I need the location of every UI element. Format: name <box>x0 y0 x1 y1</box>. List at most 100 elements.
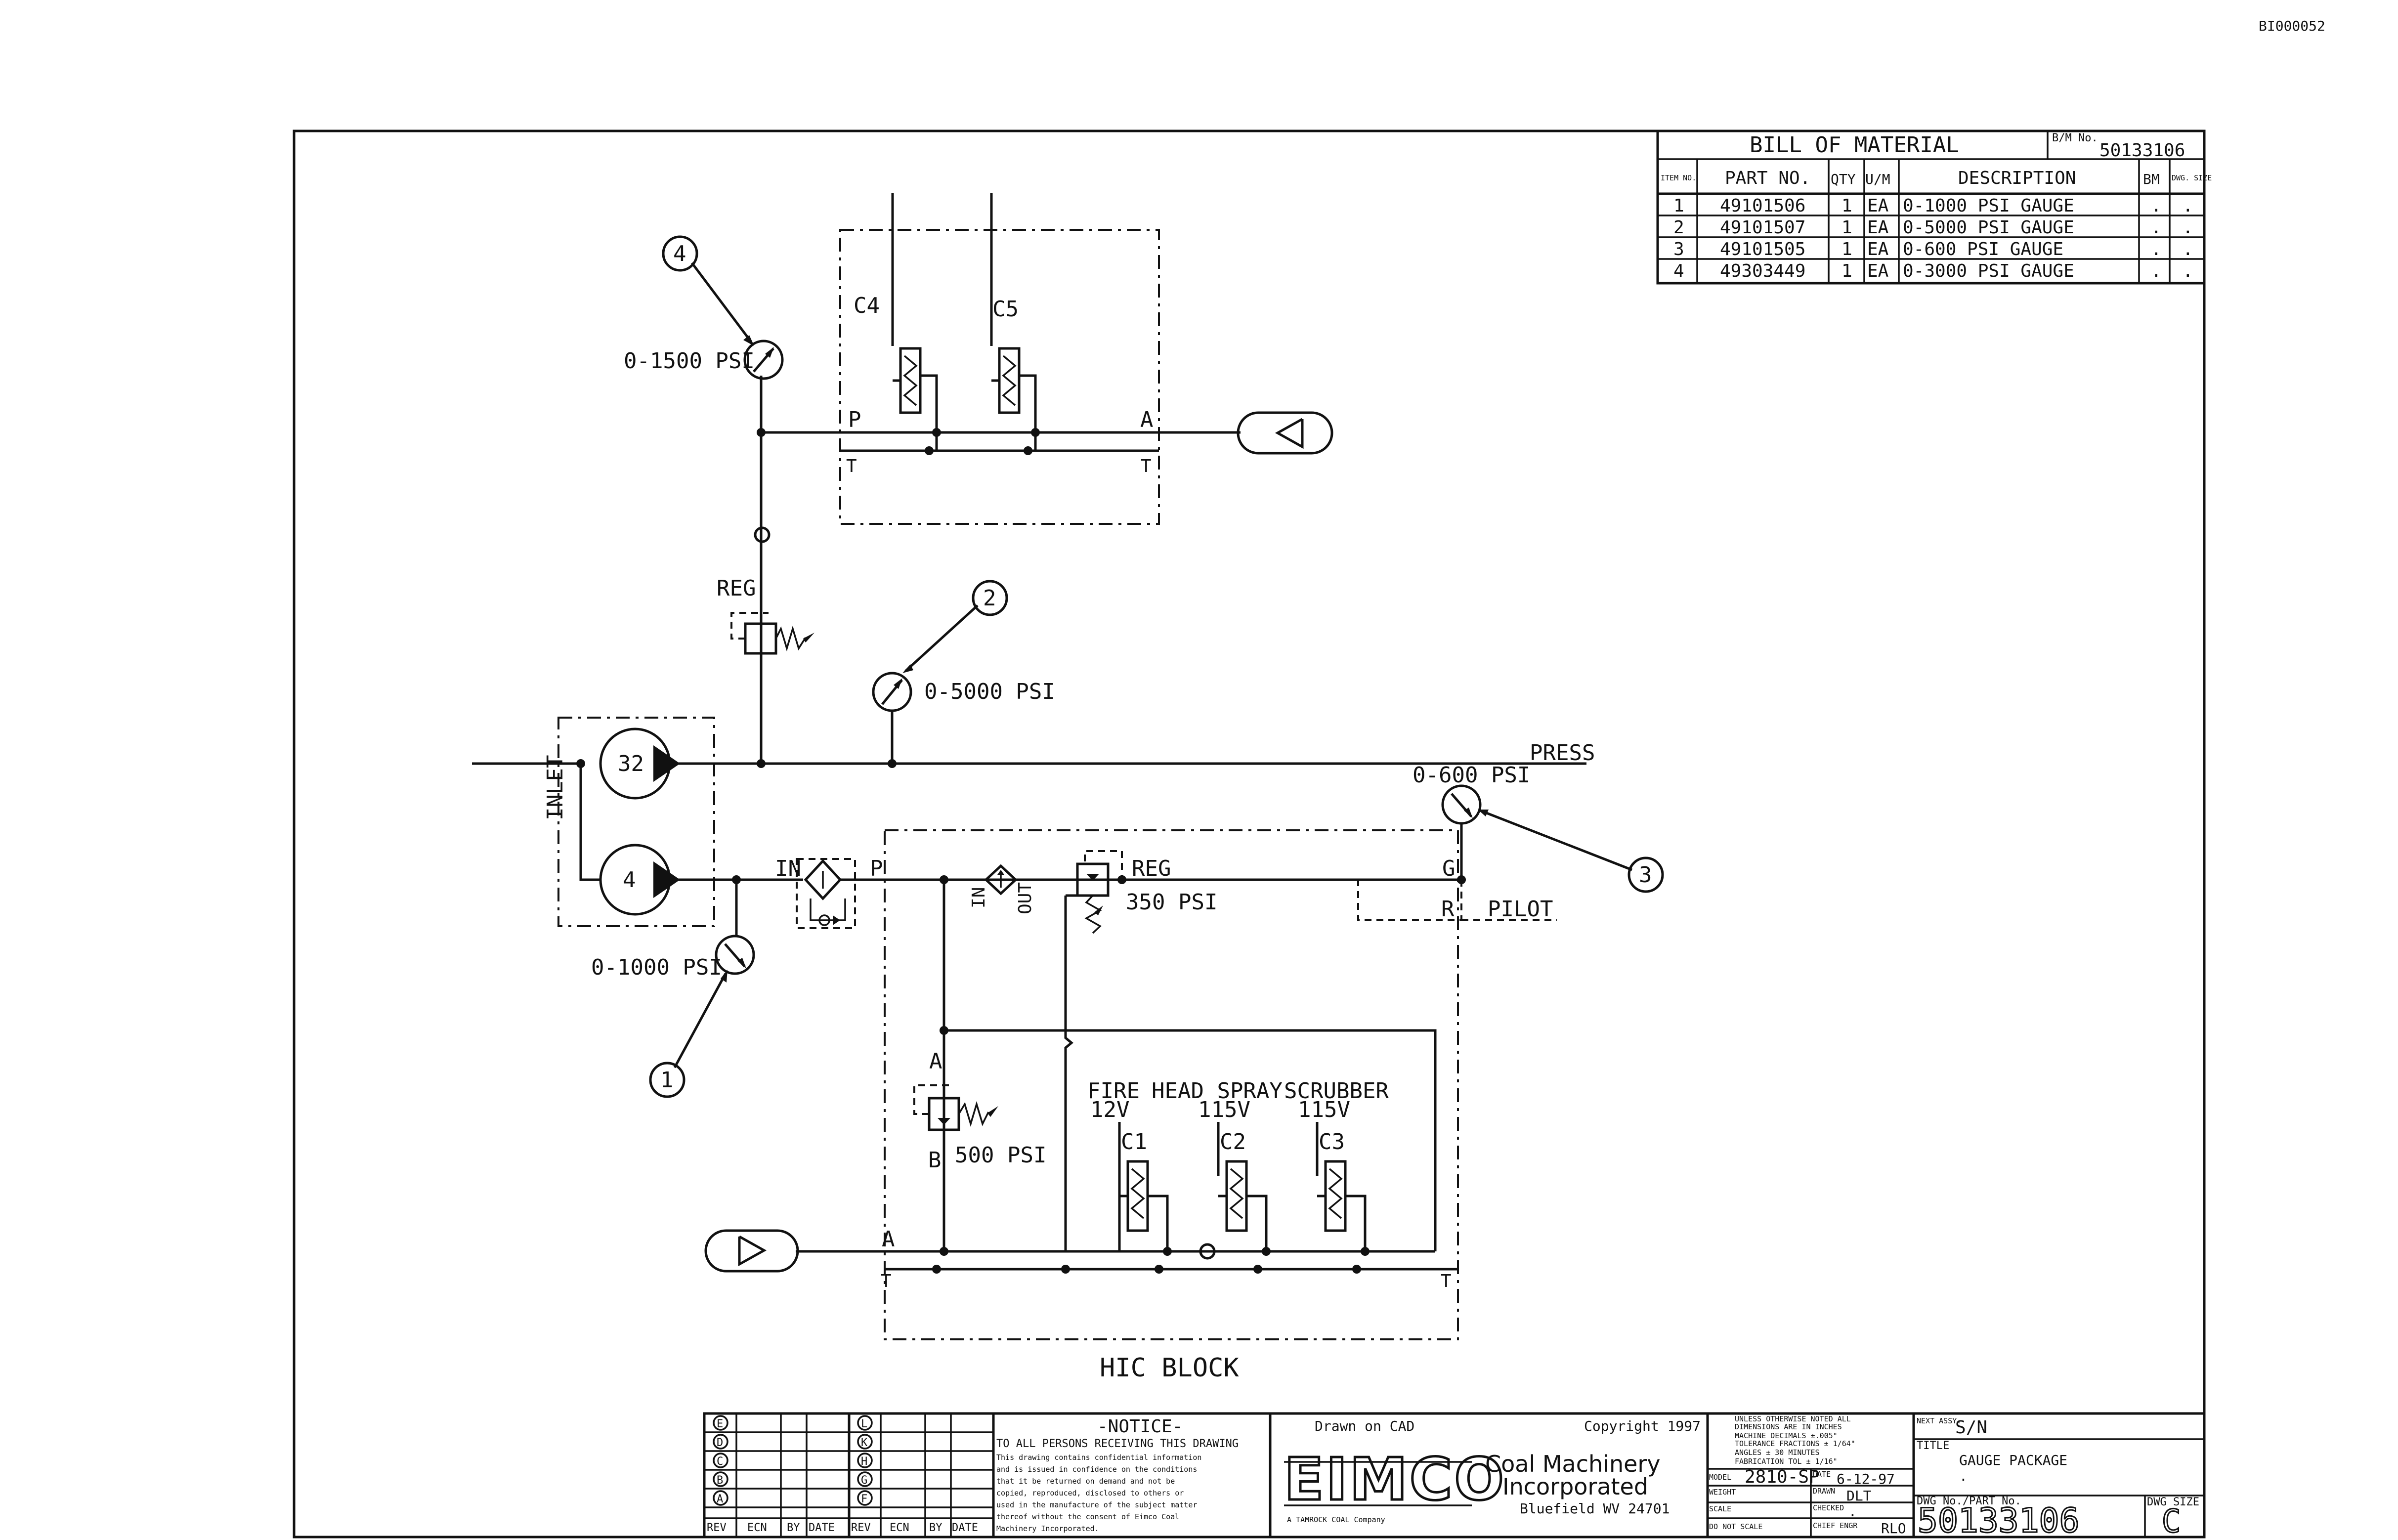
callout-4: 4 <box>662 235 698 272</box>
notice-title: -NOTICE- <box>1097 1416 1183 1437</box>
bom-no-label: B/M No. <box>2052 132 2098 144</box>
notice-line: This drawing contains confidential infor… <box>996 1453 1201 1462</box>
bom-row: 3 49101505 1 EA 0-600 PSI GAUGE . . <box>1673 239 2193 259</box>
port-t-lower-left: T <box>881 1271 892 1291</box>
bom-cell: . <box>2183 217 2193 238</box>
regulator-350-psi: REG 350 PSI <box>1064 850 1217 1030</box>
bom-cell: . <box>2151 196 2162 216</box>
callout-3-label: 3 <box>1639 862 1652 888</box>
company-line2: Incorporated <box>1502 1473 1648 1500</box>
eimco-logo-text: EIMCO <box>1284 1445 1506 1513</box>
model-value: 2810-SP <box>1745 1467 1820 1487</box>
rev-letter: F <box>861 1493 867 1505</box>
tolerance-line: DIMENSIONS ARE IN INCHES <box>1735 1422 1842 1431</box>
checked-value: . <box>1848 1503 1857 1520</box>
drawn-on-cad: Drawn on CAD <box>1315 1418 1414 1434</box>
inlet-label: INLET <box>543 755 568 820</box>
rev-letter: D <box>717 1437 723 1449</box>
scan-id: BI000052 <box>2259 18 2325 34</box>
bom-header-dwg: DWG. SIZE <box>2172 173 2212 182</box>
bom-title: BILL OF MATERIAL <box>1750 132 1959 158</box>
bom-header-part: PART NO. <box>1725 168 1810 188</box>
copyright: Copyright 1997 <box>1584 1418 1701 1434</box>
solenoid-valve-c1-symbol <box>1118 1160 1169 1251</box>
callout-1-label: 1 <box>660 1068 674 1093</box>
pump-32-label: 32 <box>618 751 644 776</box>
rev-letter: K <box>861 1437 868 1449</box>
hic-block: HIC BLOCK IN P IN OUT <box>672 829 1466 1383</box>
rev-footer-cell: REV <box>851 1522 871 1534</box>
gauge-0-1000-psi: 0-1000 PSI <box>591 880 755 1069</box>
notice-line: Machinery Incorporated. <box>996 1524 1099 1533</box>
gauge-0-600-psi: 0-600 PSI <box>1413 763 1632 880</box>
port-t-upper-left: T <box>846 456 857 476</box>
next-assy-value: S/N <box>1955 1417 1987 1438</box>
bom-cell: 1 <box>1841 196 1852 216</box>
callout-1: 1 <box>649 1062 685 1098</box>
reg-350-label: REG <box>1132 856 1171 881</box>
rev-footer-cell: BY <box>787 1522 800 1534</box>
valve-c4-label: C4 <box>854 293 880 318</box>
date-value: 6-12-97 <box>1837 1471 1895 1487</box>
rev-letter: B <box>717 1474 723 1487</box>
dwg-no-label: DWG No./PART No. <box>1917 1495 2021 1507</box>
solenoid-valve-c4-symbol <box>893 347 938 432</box>
hic-block-label: HIC BLOCK <box>1100 1353 1239 1383</box>
drawing-info-block: UNLESS OTHERWISE NOTED ALL DIMENSIONS AR… <box>1708 1413 1915 1537</box>
revision-table: E D C B A L K H G F REV ECN BY DATE REV … <box>704 1413 995 1537</box>
chief-value: RLO <box>1881 1520 1906 1537</box>
rev-letter: E <box>717 1418 723 1430</box>
rev-letter: G <box>861 1474 867 1487</box>
company-sub: A TAMROCK COAL Company <box>1287 1515 1385 1524</box>
gauge-600-label: 0-600 PSI <box>1413 763 1530 788</box>
notice-line: and is issued in confidence on the condi… <box>996 1465 1197 1474</box>
title-block: E D C B A L K H G F REV ECN BY DATE REV … <box>703 1412 2206 1540</box>
bom-cell: 1 <box>1673 196 1684 216</box>
rev-letter: C <box>717 1455 723 1468</box>
tolerance-line: TOLERANCE FRACTIONS ± 1/64" <box>1735 1439 1855 1448</box>
title-extra: . <box>1959 1468 1968 1484</box>
cylinder-port-upper-symbol <box>1237 411 1333 455</box>
callout-2: 2 <box>972 580 1008 616</box>
bom-cell: 1 <box>1841 217 1852 238</box>
bom-cell: 4 <box>1673 261 1684 281</box>
rev-letter: A <box>717 1493 723 1505</box>
callout-4-label: 4 <box>673 241 686 266</box>
check-node-lower <box>1199 1243 1216 1260</box>
bom-cell: . <box>2151 217 2162 238</box>
bom-cell: . <box>2183 196 2193 216</box>
bom-cell: 1 <box>1841 261 1852 281</box>
bom-cell: 1 <box>1841 239 1852 259</box>
rev-letter-left: E D C B A <box>713 1415 728 1506</box>
callout-3: 3 <box>1627 856 1664 893</box>
bom-header-um: U/M <box>1865 171 1890 187</box>
port-r-label: R <box>1441 897 1455 922</box>
press-label: PRESS <box>1530 740 1595 766</box>
bill-of-material: BILL OF MATERIAL B/M No. 50133106 ITEM N… <box>1656 129 2212 285</box>
bom-no: 50133106 <box>2099 140 2185 161</box>
eimco-logo: EIMCO <box>1283 1444 1506 1515</box>
bom-cell: 49101506 <box>1720 196 1805 216</box>
valve-c2-label: C2 <box>1220 1129 1246 1155</box>
port-a-relief: A <box>929 1049 942 1074</box>
company-city: Bluefield WV 24701 <box>1520 1500 1670 1517</box>
company-line1: Coal Machinery <box>1485 1451 1661 1477</box>
gauge-0-5000-psi: 0-5000 PSI <box>872 604 1055 764</box>
no-scale-label: DO NOT SCALE <box>1709 1522 1762 1531</box>
tolerance-line: ANGLES ± 30 MINUTES <box>1735 1448 1820 1457</box>
rev-footer-cell: DATE <box>952 1522 978 1534</box>
port-p-hic: P <box>870 856 883 881</box>
rev-letter-right: L K H G F <box>857 1415 873 1506</box>
tolerance-line: MACHINE DECIMALS ±.005" <box>1735 1431 1838 1440</box>
weight-label: WEIGHT <box>1709 1488 1736 1497</box>
title-value: GAUGE PACKAGE <box>1959 1452 2067 1468</box>
notice-line: used in the manufacture of the subject m… <box>996 1500 1197 1509</box>
bom-cell: 0-3000 PSI GAUGE <box>1903 261 2074 281</box>
solenoid-valve-c2-symbol <box>1218 1160 1268 1251</box>
reg-upper-label: REG <box>717 576 756 601</box>
pump-32-symbol: 32 <box>599 727 680 800</box>
dwg-no: 50133106 <box>1918 1501 2080 1540</box>
bom-row: 4 49303449 1 EA 0-3000 PSI GAUGE . . <box>1673 261 2193 281</box>
scrubber-voltage-label: 115V <box>1298 1097 1350 1122</box>
filter-symbol <box>796 858 856 929</box>
